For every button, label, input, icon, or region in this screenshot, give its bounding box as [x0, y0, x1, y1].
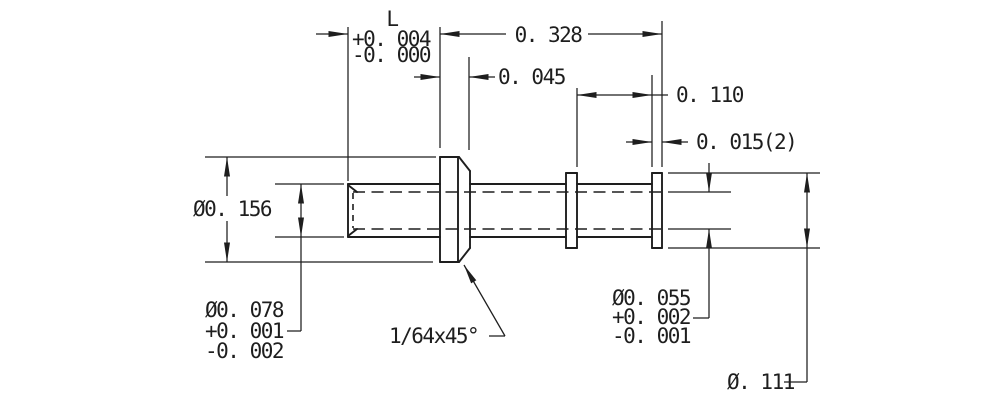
- dim-rib-spacing-label: 0. 110: [676, 83, 744, 107]
- dim-pin-diameter-minus-tol: -0. 002: [205, 339, 283, 363]
- bore-chamfer-bottom-edge: [347, 228, 358, 237]
- extension-lines: [205, 21, 820, 263]
- dim-pin-diameter-plus-tol: +0. 001: [205, 319, 284, 343]
- dim-flange-width-label: 0. 045: [498, 65, 565, 89]
- dimension-labels: L +0. 004 -0. 000 0. 328 0. 045 0. 110 0…: [193, 7, 798, 394]
- flange-top-chamfer-line: [458, 156, 471, 172]
- flange-bottom-chamfer-line: [458, 247, 471, 263]
- dim-L-plus-tol: +0. 004: [352, 27, 431, 51]
- chamfer-note-label: 1/64x45°: [389, 324, 478, 348]
- dimension-lines: [224, 31, 810, 383]
- dim-L-label: L: [386, 7, 398, 31]
- dim-rib-width-label: 0. 015(2): [696, 130, 796, 154]
- dim-bore-diameter-label: Ø0. 055: [612, 286, 690, 310]
- bore-chamfer-top-edge: [347, 184, 358, 193]
- dim-body-length-label: 0. 328: [515, 23, 583, 47]
- part-outline: [347, 156, 663, 263]
- dim-L-minus-tol: -0. 000: [352, 43, 431, 67]
- dim-flange-diameter-label: Ø0. 156: [193, 197, 272, 221]
- dim-bore-diameter-minus-tol: -0. 001: [612, 324, 691, 348]
- bore-hidden-lines: [352, 191, 662, 230]
- dim-pin-diameter-label: Ø0. 078: [205, 298, 284, 322]
- dim-bore-diameter-plus-tol: +0. 002: [612, 305, 690, 329]
- dim-rib-diameter-label: Ø. 111: [727, 370, 795, 394]
- chamfer-leader-arrow: [463, 264, 506, 337]
